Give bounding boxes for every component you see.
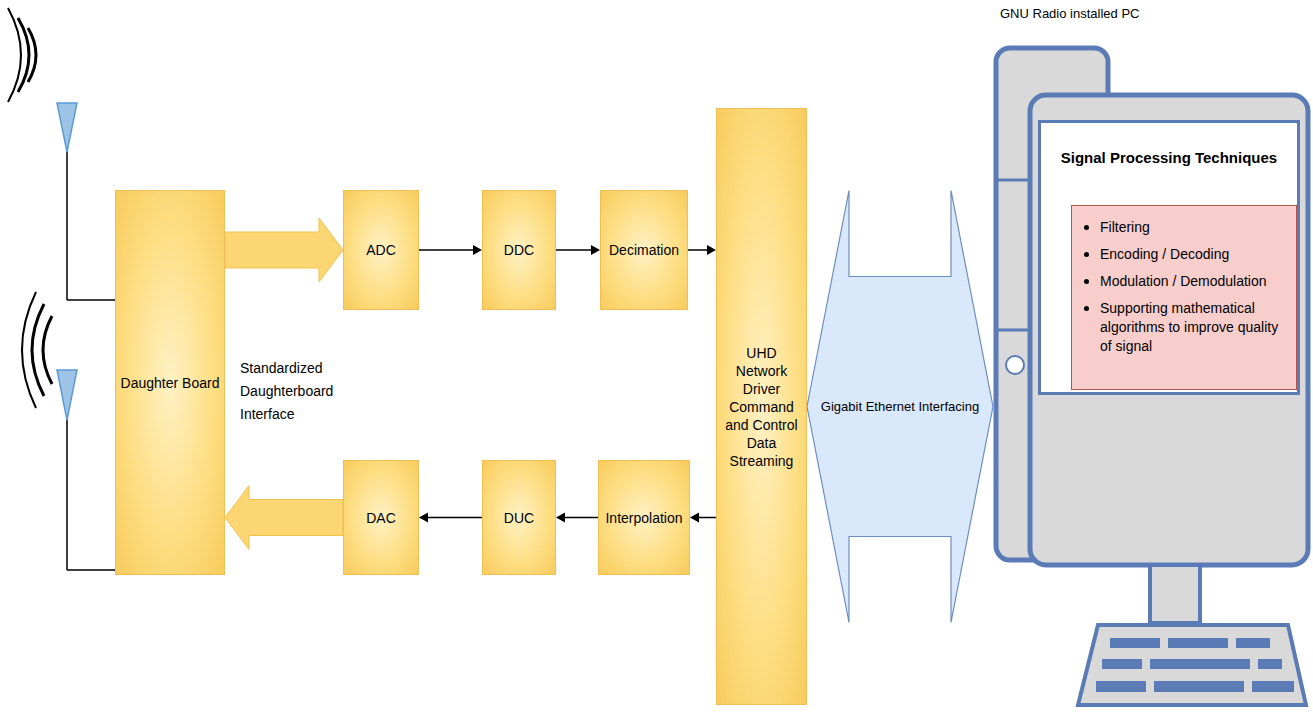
screen-panel: Signal Processing TechniquesFilteringEnc…	[1038, 120, 1300, 395]
panel-heading: Signal Processing Techniques	[1041, 149, 1297, 166]
bullet-dot	[1084, 279, 1089, 284]
radio-wave	[28, 28, 36, 82]
computer: GNU Radio installed PC Signal Processing …	[993, 0, 1311, 722]
bullet-dot	[1084, 225, 1089, 230]
antenna-wire	[66, 418, 68, 570]
signal-arrow	[419, 245, 482, 255]
process-box: DUC	[482, 460, 556, 575]
arrow-head	[707, 245, 716, 255]
bullet-item: Filtering	[1080, 218, 1288, 237]
arrow-head	[591, 245, 600, 255]
box-label: DUC	[504, 509, 534, 527]
block-arrow	[225, 218, 343, 282]
box-label: UHD Network Driver Command and Control D…	[721, 344, 802, 470]
arrow-head	[473, 245, 482, 255]
interface-arrow	[225, 486, 343, 550]
key	[1110, 638, 1160, 648]
monitor	[1030, 95, 1308, 565]
interface-arrow	[225, 218, 343, 282]
process-box: Interpolation	[598, 460, 690, 575]
process-box: UHD Network Driver Command and Control D…	[716, 108, 807, 705]
process-box: Daughter Board	[115, 190, 225, 575]
antenna-symbol	[57, 103, 77, 152]
block-arrow	[807, 191, 993, 623]
antenna-symbol	[57, 370, 77, 420]
signal-arrow	[690, 513, 716, 523]
key	[1096, 681, 1146, 692]
bullet-text: Encoding / Decoding	[1100, 245, 1229, 264]
process-box: DAC	[343, 460, 419, 575]
signal-arrow	[556, 245, 600, 255]
bullet-dot	[1084, 306, 1089, 311]
key	[1258, 659, 1282, 669]
key	[1150, 659, 1250, 669]
signal-arrow	[556, 513, 598, 523]
arrow-line	[565, 517, 598, 519]
box-label: ADC	[366, 241, 396, 259]
bullet-text: Filtering	[1100, 218, 1150, 237]
key	[1236, 638, 1270, 648]
box-label: Daughter Board	[121, 374, 220, 392]
power-button	[1006, 356, 1024, 374]
antenna	[8, 8, 117, 300]
box-label: DDC	[504, 241, 534, 259]
computer-caption: GNU Radio installed PC	[1000, 6, 1139, 21]
radio-wave	[43, 316, 52, 384]
ethernet-arrow	[807, 191, 993, 623]
key	[1168, 638, 1228, 648]
antenna	[22, 292, 117, 570]
bullet-item: Supporting mathematical algorithms to im…	[1080, 299, 1288, 356]
signal-arrow	[688, 245, 716, 255]
process-box: ADC	[343, 190, 419, 310]
antenna-wire	[67, 569, 117, 571]
signal-arrow	[419, 513, 482, 523]
monitor-stand	[1150, 565, 1200, 623]
bullet-item: Encoding / Decoding	[1080, 245, 1288, 264]
bullet-text: Modulation / Demodulation	[1100, 272, 1267, 291]
process-box: Decimation	[600, 190, 688, 310]
bullet-text: Supporting mathematical algorithms to im…	[1100, 299, 1288, 356]
radio-wave	[22, 292, 36, 408]
process-box: DDC	[482, 190, 556, 310]
interface-label: Standardized Daughterboard Interface	[240, 357, 350, 426]
edge-label: Gigabit Ethernet Interfacing	[819, 398, 981, 416]
arrow-line	[556, 249, 591, 251]
box-label: Interpolation	[605, 509, 682, 527]
antenna-wire	[66, 150, 68, 300]
arrow-line	[699, 517, 716, 519]
bullet-item: Modulation / Demodulation	[1080, 272, 1288, 291]
box-label: Decimation	[609, 241, 679, 259]
block-arrow	[225, 486, 343, 550]
bullet-dot	[1084, 252, 1089, 257]
keyboard-keys	[1096, 638, 1294, 692]
key	[1154, 681, 1244, 692]
bullet-list-box: FilteringEncoding / DecodingModulation /…	[1071, 205, 1297, 390]
key	[1252, 681, 1294, 692]
keyboard	[1078, 625, 1306, 705]
arrow-head	[556, 513, 565, 523]
arrow-head	[419, 513, 428, 523]
arrow-line	[428, 517, 482, 519]
arrow-head	[690, 513, 699, 523]
box-label: DAC	[366, 509, 396, 527]
antenna-wire	[67, 299, 117, 301]
arrow-line	[688, 249, 707, 251]
key	[1102, 659, 1142, 669]
arrow-line	[419, 249, 473, 251]
